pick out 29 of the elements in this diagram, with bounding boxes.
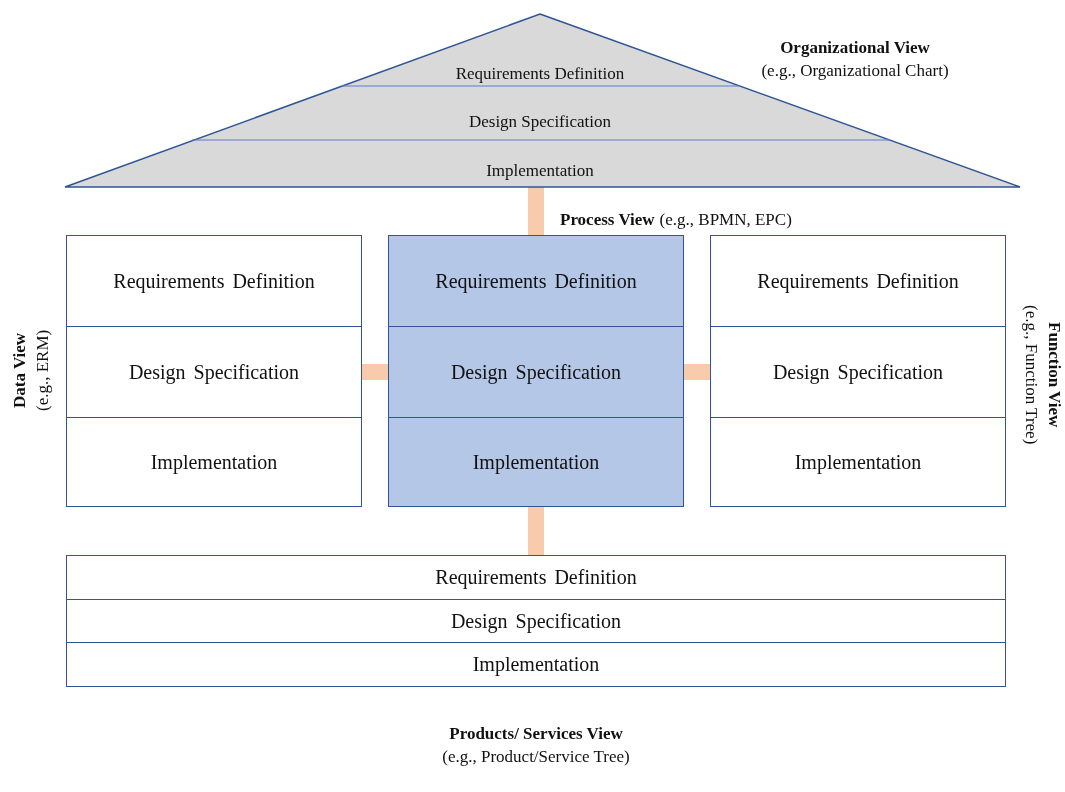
layer-band: Design Specification [388, 326, 684, 418]
view-example: (e.g., ERM) [32, 329, 53, 411]
layer-band: Implementation [710, 417, 1006, 507]
connector-bar [528, 507, 544, 555]
layer-band: Design Specification [66, 326, 362, 418]
connector-bar [684, 364, 710, 380]
layer-band: Design Specification [710, 326, 1006, 418]
layer-band: Implementation [388, 417, 684, 507]
connector-bar [362, 364, 388, 380]
roof-layer: Design Specification [190, 108, 890, 136]
view-title: Organizational View [780, 37, 930, 59]
view-title: Data View [9, 332, 30, 408]
roof-layer: Requirements Definition [340, 62, 740, 86]
layer-band: Requirements Definition [710, 235, 1006, 327]
layer-band: Implementation [66, 642, 1006, 687]
layer-band: Requirements Definition [388, 235, 684, 327]
view-example: (e.g., BPMN, EPC) [659, 208, 792, 231]
view-title: Process View [560, 208, 655, 231]
roof-layer: Implementation [75, 155, 1005, 187]
view-example: (e.g., Product/Service Tree) [442, 746, 630, 768]
view-example: (e.g., Function Tree) [1021, 305, 1042, 445]
layer-band: Requirements Definition [66, 235, 362, 327]
layer-band: Design Specification [66, 599, 1006, 643]
connector-bar [528, 187, 544, 235]
view-title: Products/ Services View [449, 723, 623, 745]
layer-band: Implementation [66, 417, 362, 507]
view-example: (e.g., Organizational Chart) [761, 60, 949, 82]
view-title: Function View [1044, 322, 1065, 428]
layer-band: Requirements Definition [66, 555, 1006, 600]
